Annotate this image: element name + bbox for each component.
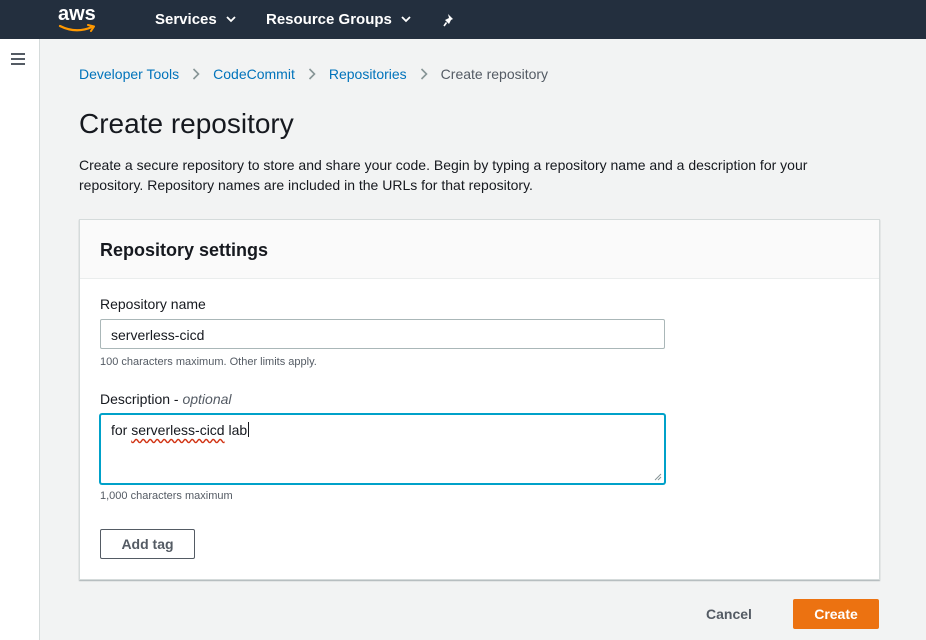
services-menu[interactable]: Services (155, 0, 236, 39)
description-optional-text: optional (182, 391, 232, 407)
chevron-down-icon (401, 16, 411, 23)
repository-name-value: serverless-cicd (111, 327, 205, 343)
description-value-suffix: lab (224, 422, 248, 438)
left-rail (0, 39, 40, 640)
breadcrumb-developer-tools[interactable]: Developer Tools (79, 66, 180, 82)
description-label-text: Description - (100, 391, 183, 407)
pin-button[interactable] (443, 0, 456, 39)
hamburger-menu-icon[interactable] (11, 53, 25, 65)
breadcrumb: Developer Tools CodeCommit Repositories … (79, 66, 548, 82)
repository-name-hint: 100 characters maximum. Other limits app… (100, 356, 317, 368)
description-textarea[interactable]: for serverless-cicd lab (100, 414, 665, 484)
text-caret (248, 422, 250, 437)
aws-smile-icon (58, 24, 95, 32)
add-tag-button[interactable]: Add tag (100, 529, 195, 559)
breadcrumb-create-repository: Create repository (440, 66, 549, 82)
resize-handle-icon[interactable] (654, 473, 662, 481)
breadcrumb-repositories[interactable]: Repositories (328, 66, 407, 82)
pin-icon (443, 13, 453, 26)
description-value-prefix: for (111, 422, 132, 438)
services-label: Services (155, 11, 217, 28)
breadcrumb-codecommit[interactable]: CodeCommit (213, 66, 295, 82)
chevron-down-icon (226, 16, 236, 23)
page-title: Create repository (79, 108, 294, 139)
repository-name-label: Repository name (100, 296, 206, 312)
chevron-right-icon (193, 68, 200, 80)
aws-logo[interactable]: aws (58, 4, 102, 34)
description-misspelled-word: serverless-cicd (131, 422, 225, 438)
resource-groups-menu[interactable]: Resource Groups (266, 0, 411, 39)
repository-settings-panel: Repository settings Repository name serv… (79, 219, 880, 580)
chevron-right-icon (420, 68, 428, 80)
create-button[interactable]: Create (793, 599, 879, 629)
panel-header: Repository settings (80, 220, 879, 279)
panel-title: Repository settings (100, 240, 269, 260)
aws-logo-text: aws (58, 3, 96, 25)
chevron-right-icon (308, 68, 316, 80)
repository-name-input[interactable]: serverless-cicd (100, 319, 665, 349)
resource-groups-label: Resource Groups (266, 11, 392, 28)
cancel-button[interactable]: Cancel (706, 606, 752, 622)
top-navigation: aws Services Resource Groups (0, 0, 926, 39)
page-description: Create a secure repository to store and … (79, 157, 808, 193)
description-label: Description - optional (100, 391, 232, 407)
description-hint: 1,000 characters maximum (100, 490, 233, 502)
